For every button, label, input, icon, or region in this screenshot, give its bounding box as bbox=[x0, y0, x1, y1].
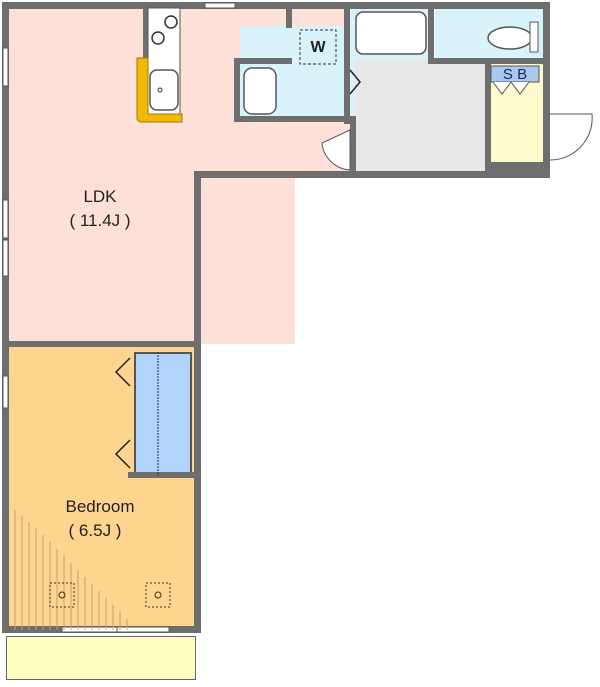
ldk-name-label: LDK bbox=[83, 187, 117, 206]
balcony bbox=[6, 636, 196, 680]
washer-label: W bbox=[310, 39, 326, 56]
bedroom-name-label: Bedroom bbox=[65, 497, 135, 516]
shoe-box-label: S B bbox=[502, 66, 528, 83]
ldk-size-label: ( 11.4J ) bbox=[69, 211, 131, 230]
hallway bbox=[355, 60, 490, 173]
bedroom-size-label: ( 6.5J ) bbox=[68, 521, 122, 540]
